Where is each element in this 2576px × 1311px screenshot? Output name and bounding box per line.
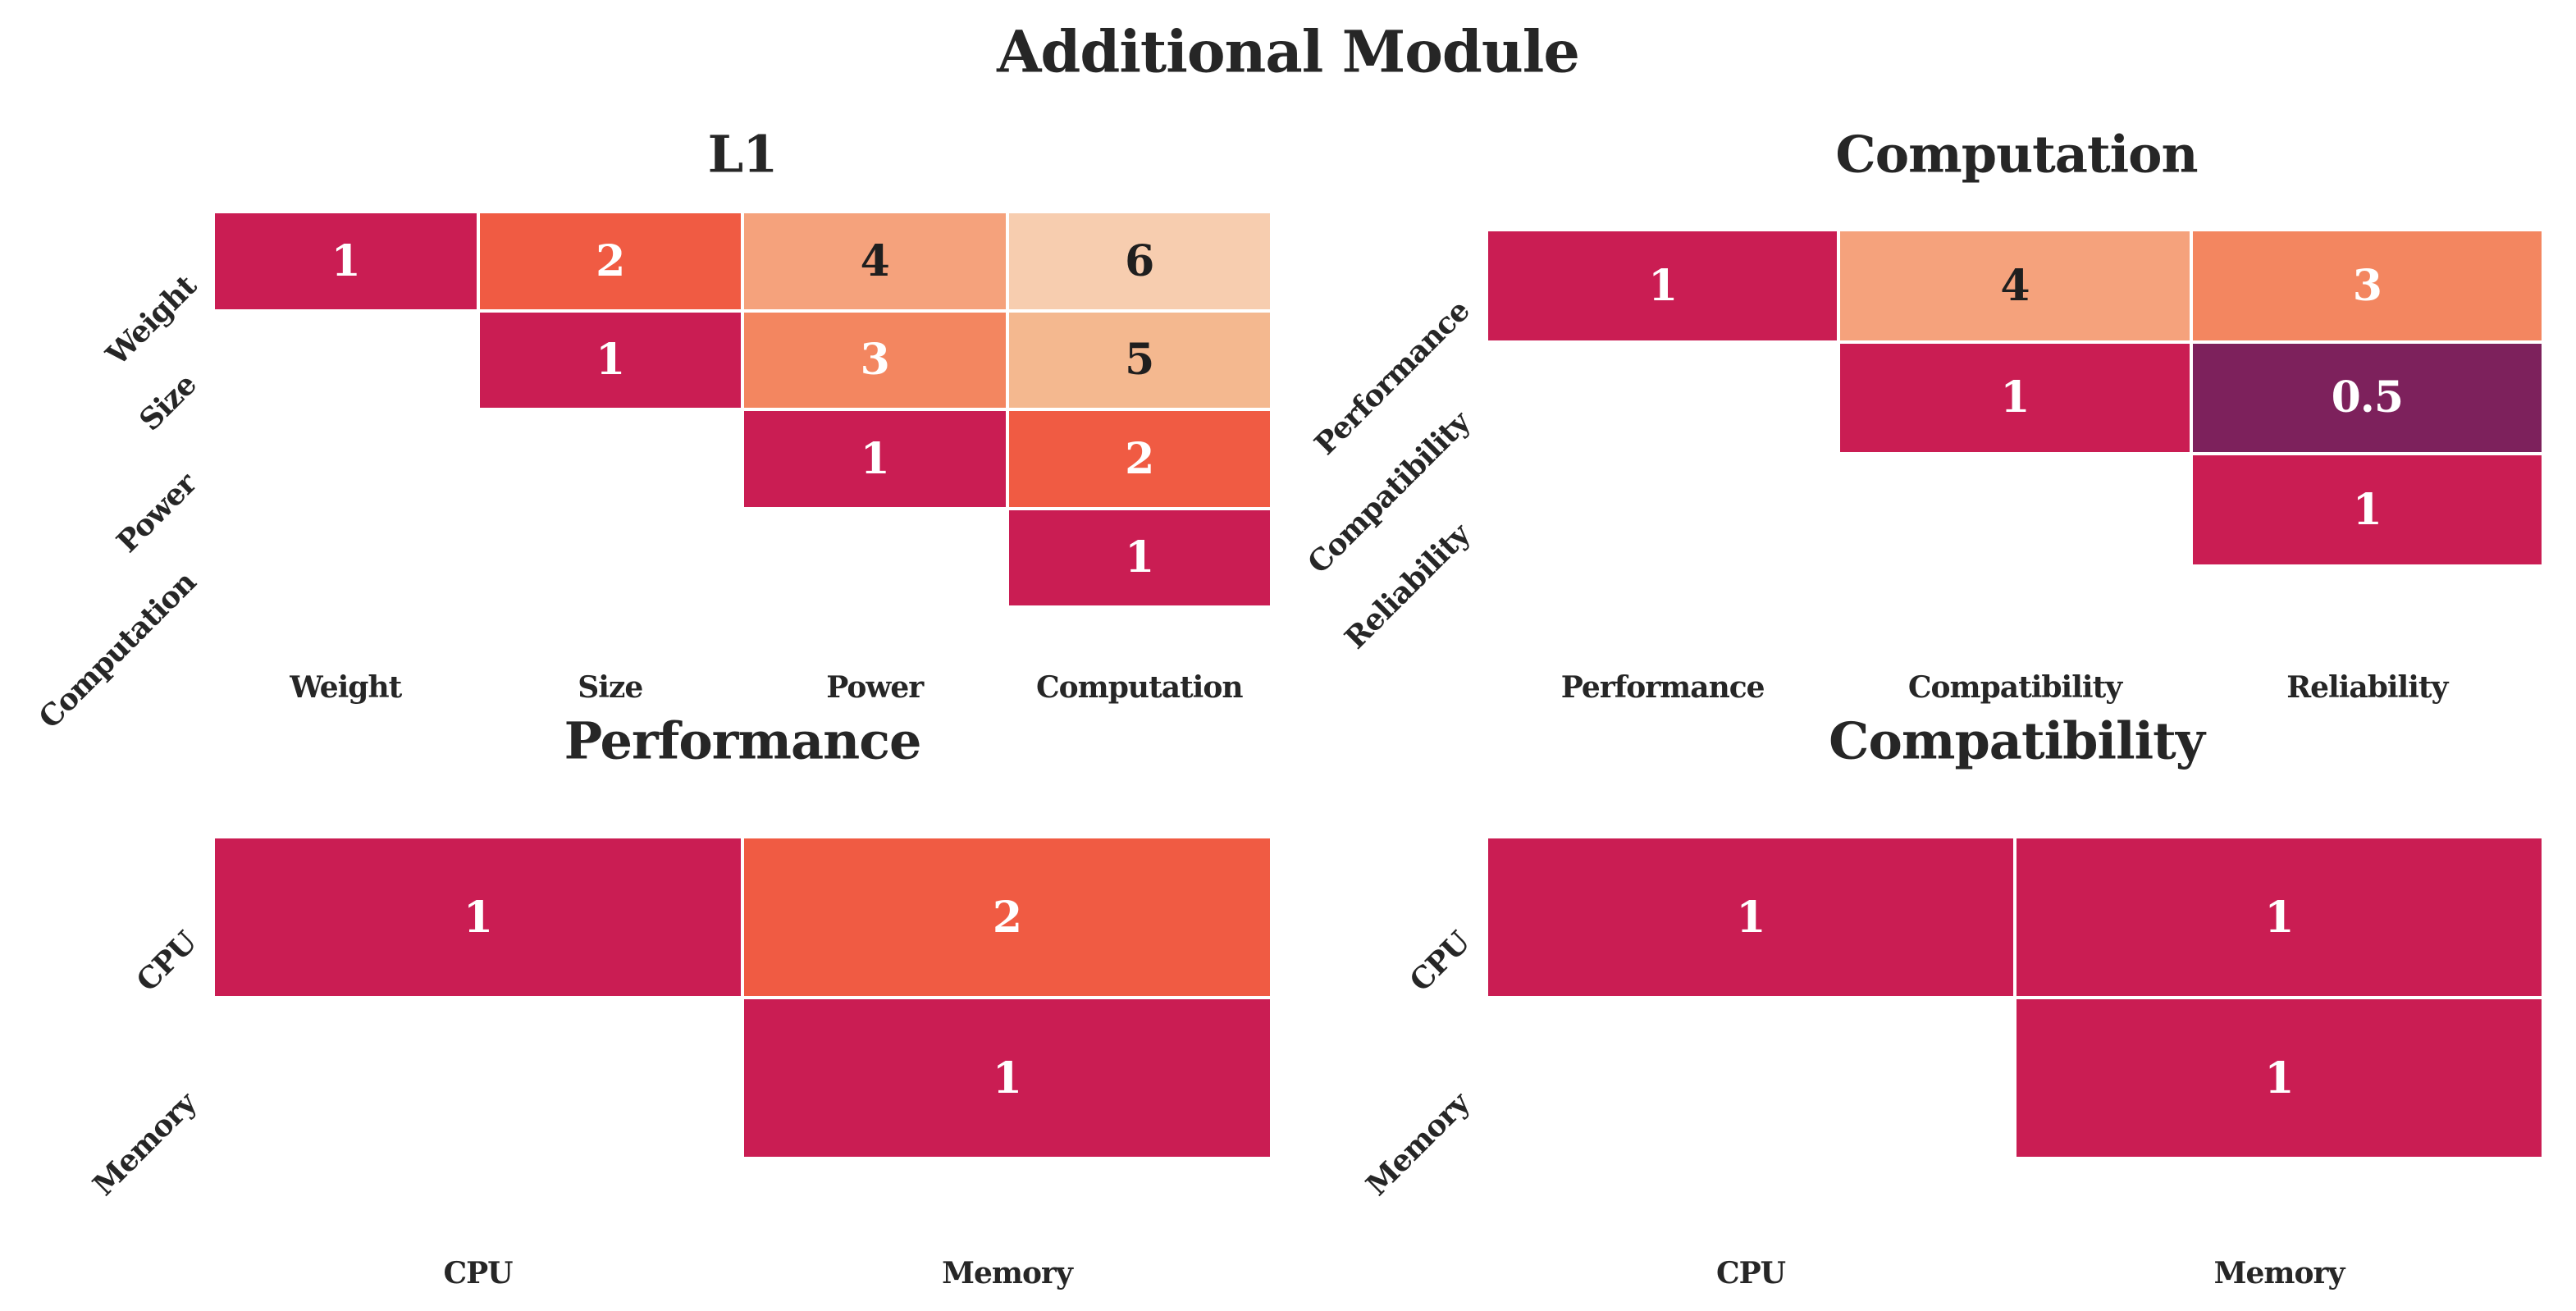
cell-value: 0.5 — [2331, 372, 2404, 423]
cell-value: 1 — [596, 335, 625, 386]
row-label: Weight — [99, 268, 203, 372]
heatmap-cell: 1 — [1007, 508, 1272, 607]
cell-value: 4 — [2000, 260, 2030, 311]
col-label: CPU — [443, 1256, 513, 1290]
cell-value: 1 — [463, 892, 493, 943]
cell-value: 2 — [596, 235, 625, 286]
heatmap-cell: 1 — [1838, 341, 2191, 454]
row-label: Size — [132, 368, 203, 438]
col-label: Computation — [1035, 670, 1244, 705]
heatmap-cell: 1 — [2015, 998, 2543, 1158]
col-label: CPU — [1715, 1256, 1786, 1290]
heatmap-cell: 1 — [742, 409, 1007, 509]
heatmap-cell: 5 — [1007, 310, 1272, 409]
cell-value: 1 — [2352, 484, 2382, 535]
cell-value: 4 — [860, 235, 890, 286]
cell-value: 1 — [1736, 892, 1765, 943]
row-label: CPU — [1403, 925, 1477, 998]
col-label: Size — [578, 670, 643, 705]
cell-value: 5 — [1125, 335, 1154, 386]
heatmap-cell: 1 — [213, 837, 742, 998]
cell-value: 1 — [1125, 532, 1154, 583]
heatmap-cell: 1 — [742, 998, 1272, 1158]
row-label: Memory — [86, 1085, 203, 1203]
col-label: Memory — [942, 1256, 1073, 1290]
heatmap-cell: 4 — [742, 212, 1007, 311]
heatmap-cell: 1 — [1487, 837, 2015, 998]
cell-value: 1 — [331, 235, 361, 286]
row-label: Computation — [32, 565, 203, 736]
heatmap-cell: 1 — [2015, 837, 2543, 998]
cell-value: 1 — [860, 433, 890, 484]
cell-value: 1 — [1648, 260, 1678, 311]
col-label: Memory — [2213, 1256, 2345, 1290]
col-label: Weight — [290, 670, 402, 705]
col-label: Compatibility — [1907, 670, 2122, 705]
figure-title: Additional Module — [997, 17, 1580, 86]
heatmap-cell: 2 — [477, 212, 742, 311]
heatmap-cell: 1 — [2190, 454, 2543, 566]
subplot-title-computation: Computation — [1835, 124, 2198, 185]
subplot-title-l1: L1 — [707, 124, 779, 185]
cell-value: 1 — [992, 1053, 1022, 1103]
heatmap-cell: 1 — [1487, 230, 1839, 342]
row-label: CPU — [130, 925, 203, 998]
cell-value: 2 — [1125, 433, 1154, 484]
heatmap-cell: 0.5 — [2190, 341, 2543, 454]
cell-value: 1 — [2264, 1053, 2294, 1103]
heatmap-cell: 1 — [213, 212, 478, 311]
col-label: Reliability — [2286, 670, 2448, 705]
cell-value: 1 — [2264, 892, 2294, 943]
heatmap-cell: 3 — [742, 310, 1007, 409]
cell-value: 1 — [2000, 372, 2030, 423]
cell-value: 2 — [992, 892, 1022, 943]
subplot-title-compatibility: Compatibility — [1829, 710, 2205, 771]
cell-value: 3 — [2352, 260, 2382, 311]
row-label: Memory — [1359, 1085, 1477, 1203]
heatmap-cell: 3 — [2190, 230, 2543, 342]
heatmap-cell: 2 — [742, 837, 1272, 998]
cell-value: 3 — [860, 335, 890, 386]
heatmap-cell: 6 — [1007, 212, 1272, 311]
cell-value: 6 — [1125, 235, 1154, 286]
heatmap-cell: 2 — [1007, 409, 1272, 509]
heatmap-cell: 4 — [1838, 230, 2191, 342]
heatmap-cell: 1 — [477, 310, 742, 409]
col-label: Performance — [1560, 670, 1765, 705]
row-label: Power — [110, 466, 203, 560]
subplot-title-performance: Performance — [564, 710, 922, 771]
col-label: Power — [826, 670, 924, 705]
